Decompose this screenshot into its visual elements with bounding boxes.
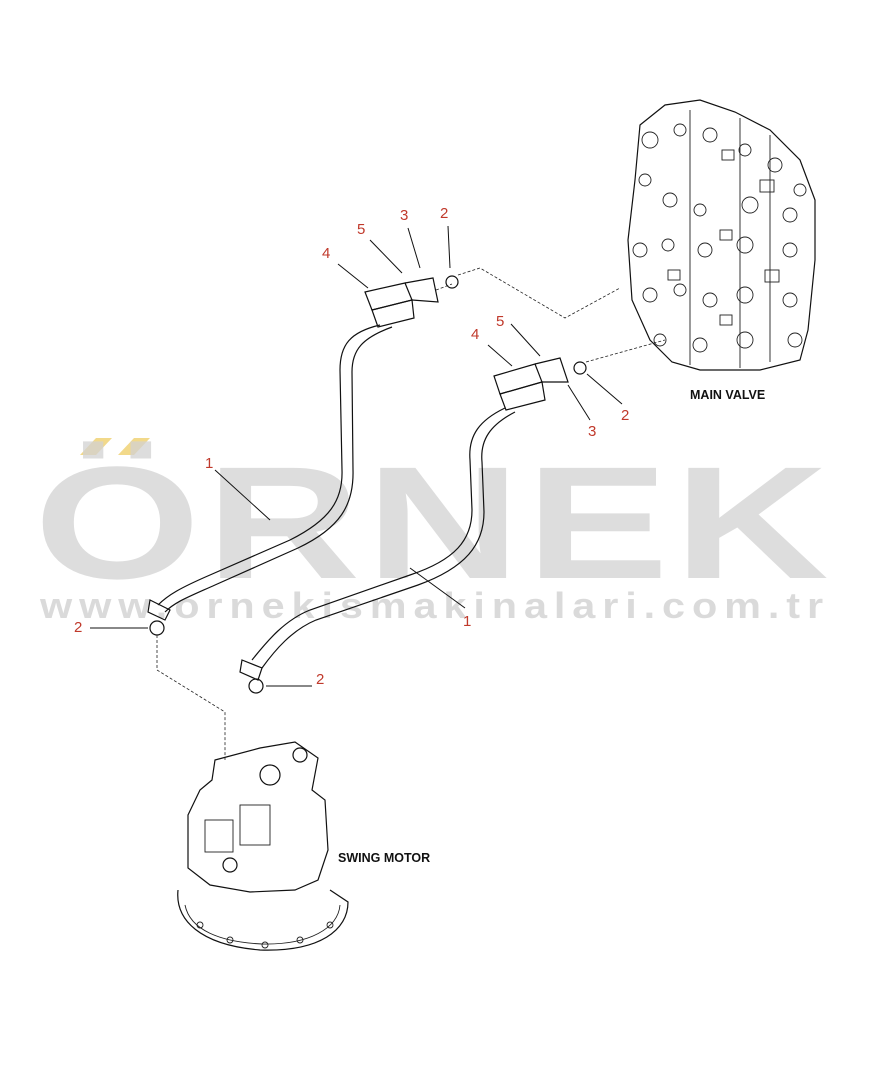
callout-upper-5: 5	[357, 221, 365, 238]
callout-oring-right-2: 2	[316, 671, 324, 688]
callout-oring-left-2: 2	[74, 619, 82, 636]
swing-motor-label: SWING MOTOR	[338, 851, 430, 865]
hose-left	[147, 324, 393, 636]
main-valve	[627, 99, 816, 371]
callout-middle-4: 4	[471, 326, 479, 343]
callout-upper-3: 3	[400, 207, 408, 224]
callout-upper-4: 4	[322, 245, 330, 262]
hose-right	[239, 407, 516, 694]
main-valve-label: MAIN VALVE	[690, 388, 765, 402]
connection-line-swing	[156, 635, 226, 760]
callout-middle-3: 3	[588, 423, 596, 440]
callouts: 4 5 3 2 4 5 3 2 1 1 2 2	[74, 205, 629, 688]
callout-middle-2: 2	[621, 407, 629, 424]
watermark-accent-left	[80, 438, 112, 455]
watermark-accent-right	[118, 438, 150, 455]
callout-hose-right-1: 1	[463, 613, 471, 630]
upper-fitting-group	[364, 267, 621, 328]
leader-lines	[90, 225, 623, 687]
watermark: ÖRNEK www.ornekismakinalari.com.tr	[34, 433, 834, 626]
middle-fitting-group	[493, 339, 666, 411]
swing-motor	[177, 741, 349, 951]
callout-upper-2: 2	[440, 205, 448, 222]
watermark-url: www.ornekismakinalari.com.tr	[39, 585, 830, 626]
callout-hose-left-1: 1	[205, 455, 213, 472]
watermark-brand: ÖRNEK	[34, 433, 834, 612]
callout-middle-5: 5	[496, 313, 504, 330]
